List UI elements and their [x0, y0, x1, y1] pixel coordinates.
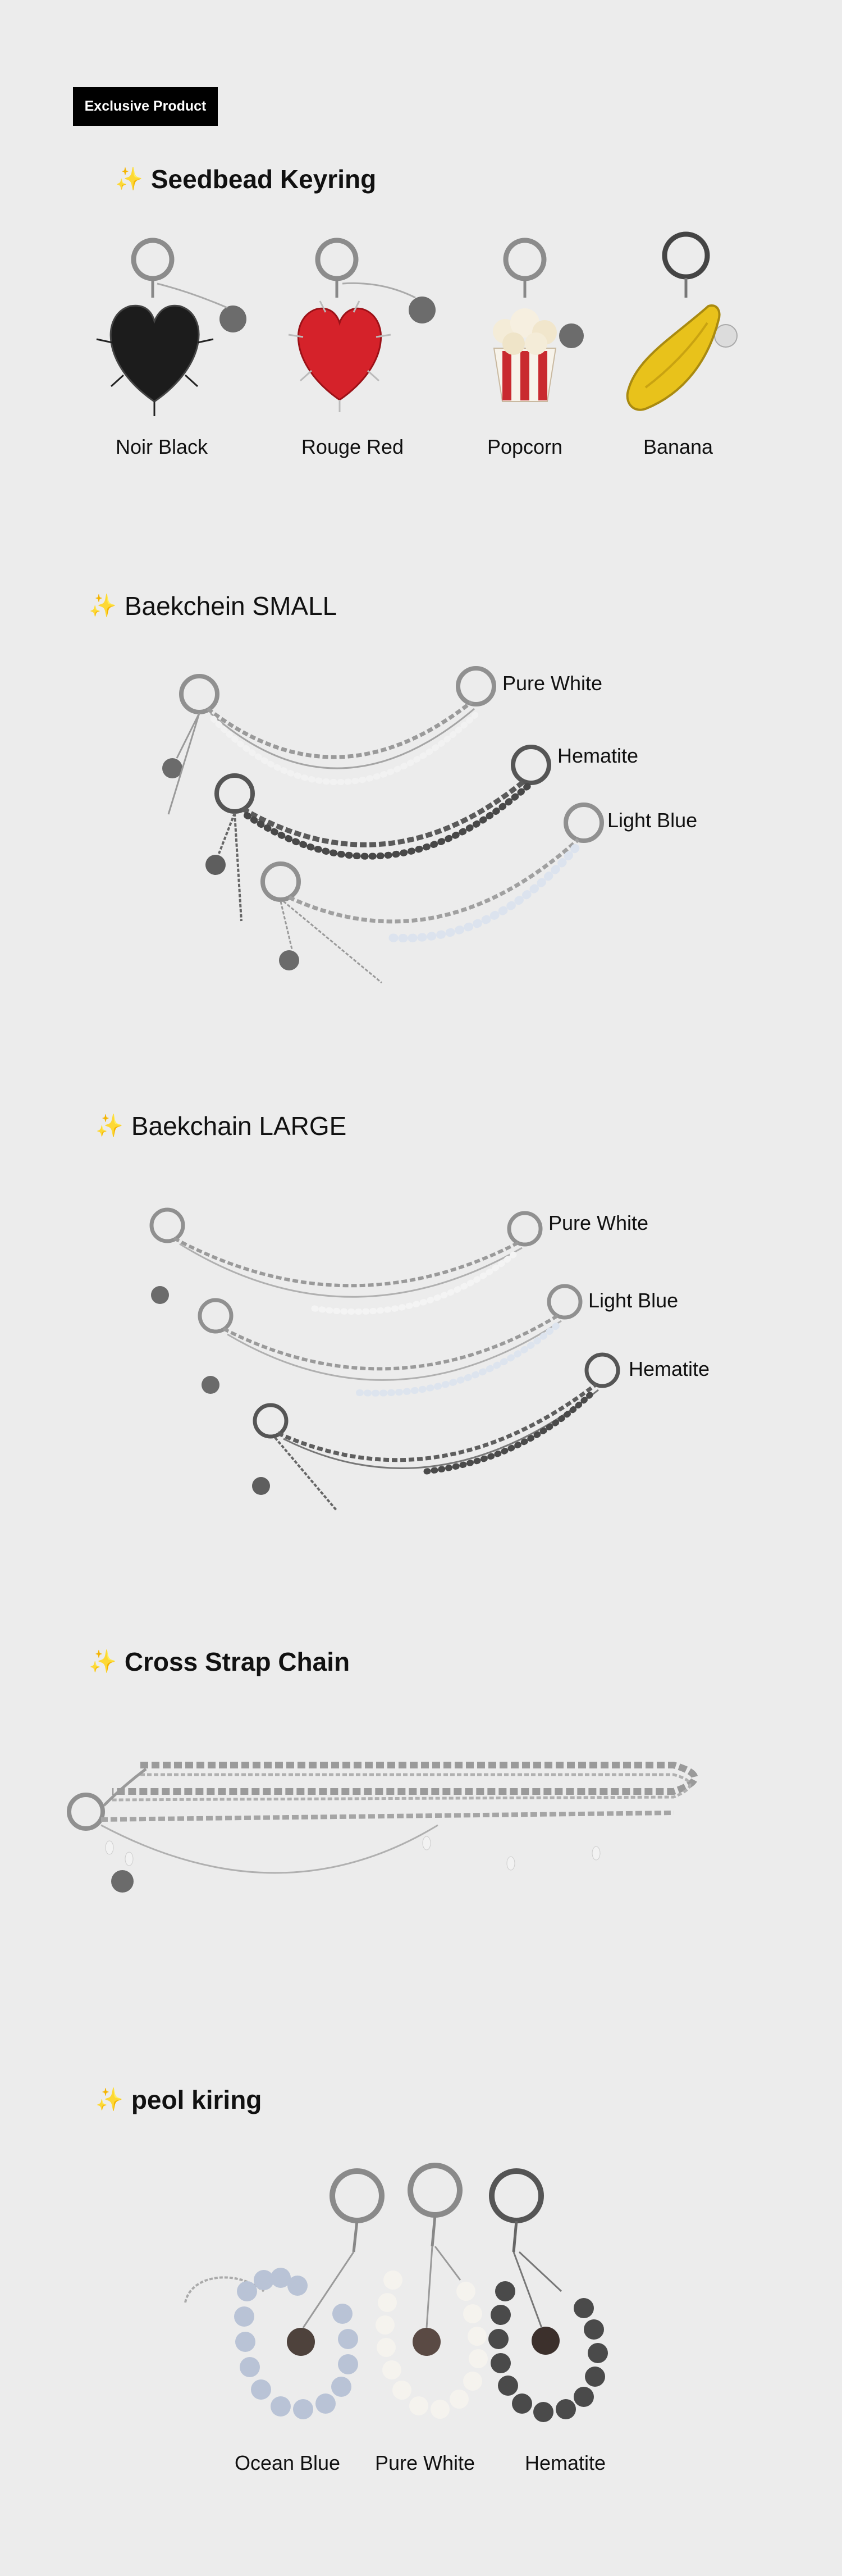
peol-kiring-ocean-blue — [184, 2168, 385, 2419]
sparkle-icon: ✨ — [89, 1649, 117, 1674]
label-peol-hematite: Hematite — [524, 2451, 606, 2474]
label-peol-ocean-blue: Ocean Blue — [234, 2451, 341, 2474]
section-title-text: Seedbead Keyring — [150, 165, 377, 194]
label-small-hematite: Hematite — [557, 744, 639, 767]
baekchein-small-hematite — [205, 745, 551, 922]
section-title-text: Baekchain LARGE — [131, 1111, 347, 1141]
peol-kiring-hematite — [488, 2168, 608, 2422]
label-large-hematite: Hematite — [629, 1357, 710, 1380]
keyring-noir-black — [96, 238, 246, 416]
section-title-baekchain-large: ✨ Baekchain LARGE — [95, 1111, 346, 1141]
baekchain-large-image — [149, 1207, 620, 1512]
label-small-light-blue: Light Blue — [607, 809, 698, 832]
cross-strap-chain — [67, 1762, 698, 1893]
peol-kiring-image — [184, 2163, 608, 2422]
baekchain-large-hematite — [252, 1352, 620, 1512]
seedbead-keyrings-image — [96, 231, 738, 416]
section-title-cross-strap-chain: ✨ Cross Strap Chain — [89, 1647, 350, 1677]
sparkle-icon: ✨ — [95, 2087, 123, 2112]
section-title-seedbead: ✨ Seedbead Keyring — [115, 164, 376, 194]
cross-strap-chain-image — [67, 1762, 698, 1893]
label-rouge-red: Rouge Red — [301, 435, 404, 458]
section-title-baekchein-small: ✨ Baekchein SMALL — [89, 591, 337, 621]
label-small-pure-white: Pure White — [502, 672, 603, 695]
peol-kiring-pure-white — [376, 2163, 488, 2419]
section-title-text: Cross Strap Chain — [124, 1647, 350, 1676]
sparkle-icon: ✨ — [95, 1114, 123, 1138]
keyring-banana — [626, 231, 738, 411]
sparkle-icon: ✨ — [89, 594, 117, 618]
label-large-pure-white: Pure White — [548, 1211, 649, 1234]
section-title-peol-kiring: ✨ peol kiring — [95, 2085, 262, 2115]
baekchein-small-pure-white — [162, 666, 496, 815]
keyring-popcorn — [493, 238, 584, 402]
exclusive-product-badge: Exclusive Product — [73, 87, 218, 126]
label-popcorn: Popcorn — [487, 435, 563, 458]
section-title-text: peol kiring — [131, 2085, 262, 2114]
baekchain-large-light-blue — [198, 1284, 583, 1397]
section-title-text: Baekchein SMALL — [124, 591, 337, 621]
label-peol-pure-white: Pure White — [374, 2451, 475, 2474]
baekchain-large-pure-white — [149, 1207, 543, 1315]
keyring-rouge-red — [288, 238, 436, 412]
sparkle-icon: ✨ — [115, 167, 143, 192]
label-large-light-blue: Light Blue — [588, 1289, 679, 1312]
baekchein-small-light-blue — [260, 803, 604, 984]
label-banana: Banana — [643, 435, 713, 458]
baekchein-small-image — [162, 666, 604, 984]
label-noir-black: Noir Black — [115, 435, 208, 458]
